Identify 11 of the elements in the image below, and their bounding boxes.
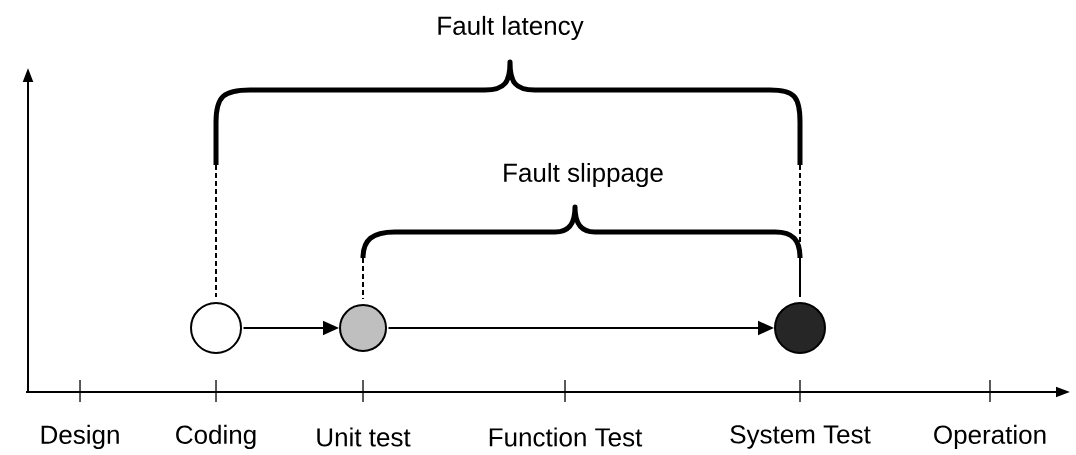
axis-label: System Test (730, 425, 871, 449)
circle-marker (774, 302, 826, 354)
circle-marker (190, 302, 242, 354)
axis-label: Operation (934, 424, 1046, 450)
axis-label: Coding (176, 424, 256, 450)
axis-label: Design (41, 424, 119, 450)
circle-marker (339, 304, 387, 352)
axis-label: Function Test (489, 427, 643, 447)
axis-label: Unit test (317, 427, 411, 447)
brace-label: Fault slippage (504, 162, 663, 188)
brace-label: Fault latency (438, 15, 584, 41)
